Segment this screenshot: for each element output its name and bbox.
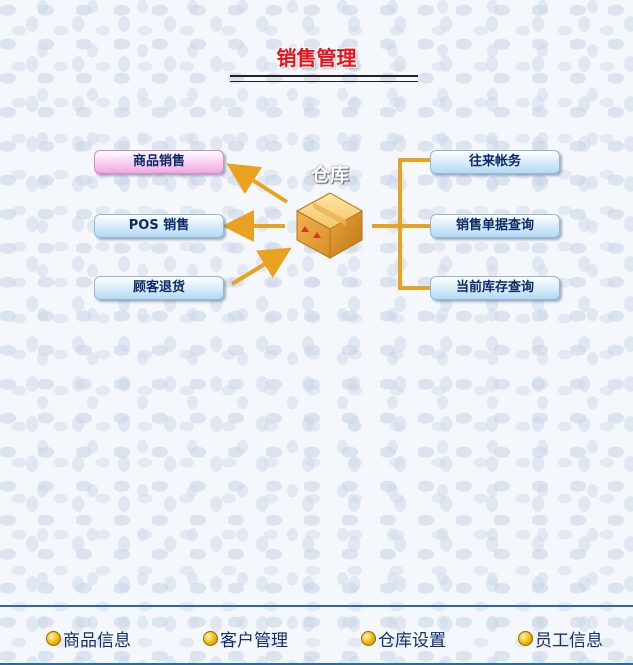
- arrow-from-returns: [230, 247, 292, 286]
- flow-diagram: [222, 158, 430, 290]
- sales-documents-query-button[interactable]: 销售单据查询: [430, 214, 560, 238]
- footer-link-label: 员工信息: [535, 630, 603, 651]
- accounts-button[interactable]: 往来帐务: [430, 150, 560, 174]
- footer-link-customer-management[interactable]: 客户管理: [203, 627, 288, 651]
- footer-link-product-info[interactable]: 商品信息: [46, 627, 131, 651]
- orange-bullet-icon: [46, 630, 61, 646]
- footer-link-label: 仓库设置: [378, 630, 446, 651]
- orange-bullet-icon: [518, 630, 533, 646]
- warehouse-box-icon: [295, 192, 364, 259]
- product-sales-button[interactable]: 商品销售: [94, 150, 224, 174]
- orange-bullet-icon: [203, 630, 218, 646]
- footer-nav: 商品信息 客户管理 仓库设置 员工信息: [0, 605, 633, 665]
- footer-link-label: 客户管理: [220, 630, 288, 651]
- warehouse-label: 仓库: [310, 164, 349, 186]
- footer-link-label: 商品信息: [63, 630, 131, 651]
- page-title: 销售管理: [276, 46, 357, 70]
- footer-link-warehouse-settings[interactable]: 仓库设置: [361, 627, 446, 651]
- pos-sales-button[interactable]: POS 销售: [94, 214, 224, 238]
- current-inventory-query-button[interactable]: 当前库存查询: [430, 276, 560, 300]
- orange-bullet-icon: [361, 630, 376, 646]
- arrow-to-product-sales: [226, 163, 289, 204]
- customer-returns-button[interactable]: 顾客退货: [94, 276, 224, 300]
- footer-link-employee-info[interactable]: 员工信息: [518, 627, 603, 651]
- title-underline: [230, 75, 418, 82]
